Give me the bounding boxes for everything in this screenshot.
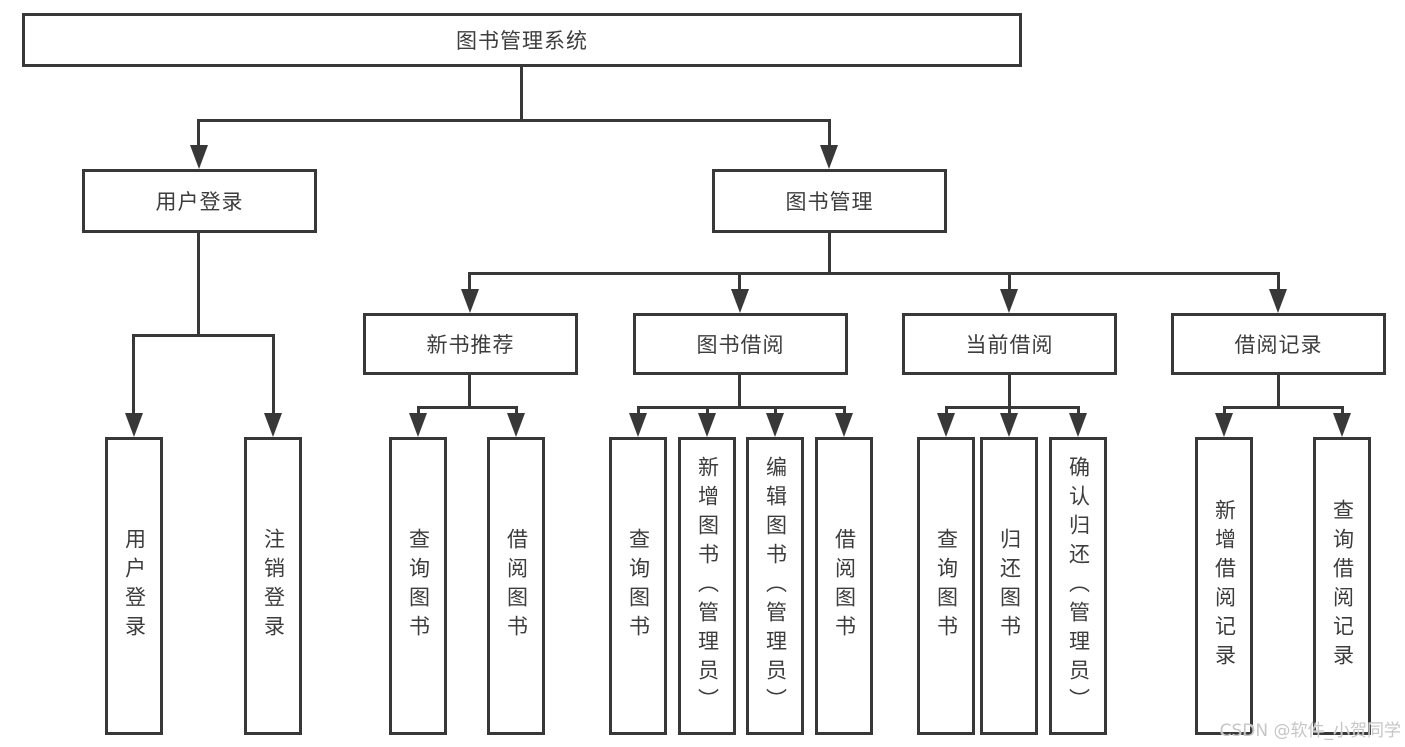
node-label: 借阅图书 bbox=[832, 528, 857, 644]
node-label: 用户登录 bbox=[122, 528, 147, 644]
node-user-login: 用户登录 bbox=[82, 169, 317, 233]
connector-vline bbox=[738, 375, 741, 409]
arrowhead-down-icon bbox=[1069, 413, 1087, 437]
connector-vline bbox=[417, 406, 420, 418]
node-current-borrowing: 当前借阅 bbox=[902, 313, 1117, 375]
leaf-bb-query-books: 查询图书 bbox=[609, 437, 667, 735]
node-label: 图书管理 bbox=[785, 190, 874, 214]
leaf-br-query-borrow-record: 查询借阅记录 bbox=[1313, 437, 1371, 735]
connector-vline bbox=[197, 119, 200, 149]
leaf-cb-confirm-return-admin: 确认归还（管理员） bbox=[1049, 437, 1107, 735]
node-label: 新书推荐 bbox=[426, 333, 515, 357]
connector-vline bbox=[468, 375, 471, 409]
node-label: 查询图书 bbox=[626, 528, 651, 644]
connector-vline bbox=[637, 406, 640, 418]
connector-vline bbox=[272, 334, 275, 416]
arrowhead-down-icon bbox=[409, 413, 427, 437]
node-label: 查询图书 bbox=[406, 528, 431, 644]
arrowhead-down-icon bbox=[766, 413, 784, 437]
csdn-watermark: CSDN @软件_小贺同学 bbox=[1219, 721, 1401, 741]
connector-hline bbox=[132, 334, 275, 337]
connector-vline bbox=[1341, 406, 1344, 418]
node-library-system: 图书管理系统 bbox=[22, 13, 1022, 67]
arrowhead-down-icon bbox=[125, 413, 143, 437]
leaf-bb-edit-books-admin: 编辑图书（管理员） bbox=[746, 437, 804, 735]
node-label: 借阅图书 bbox=[504, 528, 529, 644]
arrowhead-down-icon bbox=[1000, 289, 1018, 313]
connector-vline bbox=[1223, 406, 1226, 418]
node-book-borrowing: 图书借阅 bbox=[633, 313, 848, 375]
node-label: 确认归还（管理员） bbox=[1066, 455, 1091, 717]
leaf-user-login: 用户登录 bbox=[105, 437, 163, 735]
connector-hline bbox=[197, 119, 831, 122]
connector-vline bbox=[520, 67, 523, 122]
node-label: 查询借阅记录 bbox=[1330, 499, 1355, 673]
node-label: 编辑图书（管理员） bbox=[763, 455, 788, 717]
arrowhead-down-icon bbox=[461, 289, 479, 313]
leaf-rec-borrow-books: 借阅图书 bbox=[487, 437, 545, 735]
arrowhead-down-icon bbox=[731, 289, 749, 313]
node-label: 当前借阅 bbox=[965, 333, 1054, 357]
arrowhead-down-icon bbox=[820, 145, 838, 169]
arrowhead-down-icon bbox=[264, 413, 282, 437]
arrowhead-down-icon bbox=[835, 413, 853, 437]
connector-hline bbox=[468, 272, 1280, 275]
connector-hline bbox=[417, 406, 518, 409]
connector-vline bbox=[843, 406, 846, 418]
connector-hline bbox=[945, 406, 1079, 409]
node-label: 新增借阅记录 bbox=[1212, 499, 1237, 673]
arrowhead-down-icon bbox=[507, 413, 525, 437]
leaf-bb-add-books-admin: 新增图书（管理员） bbox=[678, 437, 736, 735]
connector-vline bbox=[1008, 406, 1011, 418]
connector-hline bbox=[1223, 406, 1343, 409]
connector-vline bbox=[945, 406, 948, 418]
connector-vline bbox=[774, 406, 777, 418]
arrowhead-down-icon bbox=[937, 413, 955, 437]
leaf-rec-query-books: 查询图书 bbox=[389, 437, 447, 735]
connector-vline bbox=[515, 406, 518, 418]
connector-vline bbox=[1277, 375, 1280, 409]
arrowhead-down-icon bbox=[698, 413, 716, 437]
node-label: 注销登录 bbox=[261, 528, 286, 644]
connector-vline bbox=[468, 272, 471, 294]
node-borrowing-records: 借阅记录 bbox=[1171, 313, 1386, 375]
arrowhead-down-icon bbox=[1333, 413, 1351, 437]
leaf-logout: 注销登录 bbox=[244, 437, 302, 735]
leaf-cb-return-books: 归还图书 bbox=[980, 437, 1038, 735]
leaf-bb-borrow-books: 借阅图书 bbox=[815, 437, 873, 735]
leaf-br-add-borrow-record: 新增借阅记录 bbox=[1195, 437, 1253, 735]
node-label: 图书借阅 bbox=[696, 333, 785, 357]
node-label: 归还图书 bbox=[997, 528, 1022, 644]
connector-vline bbox=[132, 334, 135, 416]
arrowhead-down-icon bbox=[1215, 413, 1233, 437]
node-label: 用户登录 bbox=[155, 190, 244, 214]
node-label: 新增图书（管理员） bbox=[695, 455, 720, 717]
connector-vline bbox=[828, 233, 831, 275]
node-new-book-recommend: 新书推荐 bbox=[363, 313, 578, 375]
connector-hline bbox=[637, 406, 846, 409]
connector-vline bbox=[1277, 272, 1280, 294]
connector-vline bbox=[828, 119, 831, 149]
connector-vline bbox=[1008, 375, 1011, 409]
node-label: 图书管理系统 bbox=[456, 29, 588, 53]
arrowhead-down-icon bbox=[1000, 413, 1018, 437]
arrowhead-down-icon bbox=[629, 413, 647, 437]
connector-vline bbox=[1008, 272, 1011, 294]
node-label: 查询图书 bbox=[934, 528, 959, 644]
arrowhead-down-icon bbox=[190, 145, 208, 169]
connector-vline bbox=[706, 406, 709, 418]
connector-vline bbox=[197, 233, 200, 337]
node-label: 借阅记录 bbox=[1234, 333, 1323, 357]
leaf-cb-query-books: 查询图书 bbox=[917, 437, 975, 735]
arrowhead-down-icon bbox=[1269, 289, 1287, 313]
connector-vline bbox=[1077, 406, 1080, 418]
connector-vline bbox=[738, 272, 741, 294]
node-book-management: 图书管理 bbox=[712, 169, 947, 233]
